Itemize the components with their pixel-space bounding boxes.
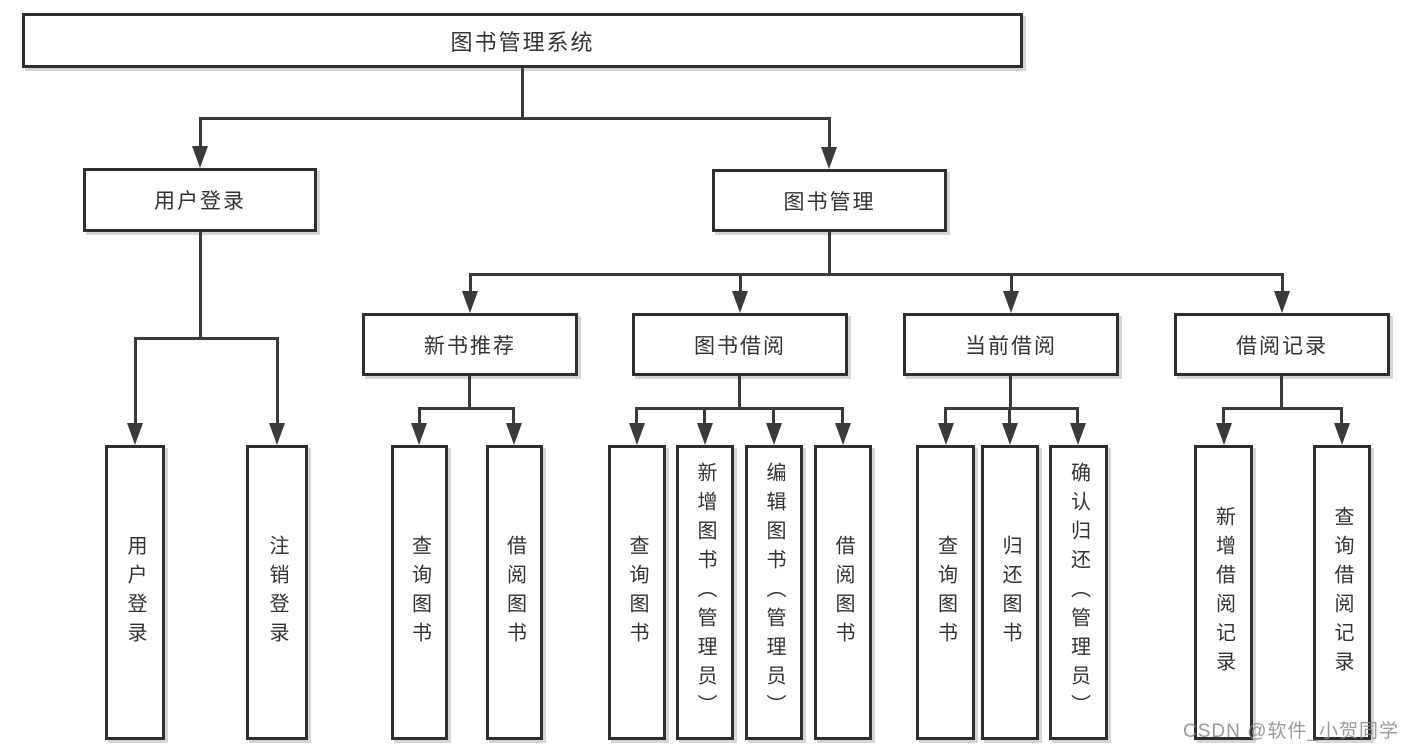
node-new-book-recommendation: 新书推荐 [362,313,578,376]
leaf-confirm-return-admin: 确认归还（管理员） [1049,445,1108,740]
leaf-label: 新增借阅记录 [1212,505,1235,680]
arrow-down-icon [411,423,427,445]
connector-line [828,232,831,276]
arrow-down-icon [732,291,748,313]
csdn-watermark: CSDN @软件_小贺同学 [1183,721,1399,742]
leaf-label: 借阅图书 [832,534,854,651]
connector-line [944,407,1079,410]
connector-line [468,376,471,410]
connector-line [469,273,1283,276]
leaf-label: 用户登录 [124,534,146,651]
node-borrowing-records: 借阅记录 [1174,313,1390,376]
connector-line [635,407,844,410]
leaf-return-book: 归还图书 [981,445,1039,740]
node-library-management-system: 图书管理系统 [22,13,1023,68]
leaf-add-book-admin: 新增图书（管理员） [676,445,734,740]
connector-line [199,232,202,340]
leaf-label: 新增图书（管理员） [694,462,716,723]
node-user-login: 用户登录 [83,168,317,232]
arrow-down-icon [938,423,954,445]
connector-line [1009,376,1012,410]
connector-line [469,273,472,293]
connector-line [828,117,831,150]
connector-line [1222,407,1343,410]
connector-line [512,407,515,425]
node-book-management: 图书管理 [712,169,947,232]
leaf-label: 借阅图书 [503,534,526,651]
connector-line [134,337,137,425]
arrow-down-icon [127,423,143,445]
connector-line [199,117,831,120]
leaf-label: 查询图书 [934,534,957,651]
connector-line [635,407,638,425]
connector-line [418,407,515,410]
leaf-query-borrow-record: 查询借阅记录 [1313,445,1371,740]
connector-line [134,337,279,340]
connector-line [1076,407,1079,425]
node-book-borrowing: 图书借阅 [632,313,848,376]
arrow-down-icon [506,423,522,445]
arrow-down-icon [1003,291,1019,313]
connector-line [1280,376,1283,410]
leaf-query-books-recommend: 查询图书 [391,445,448,740]
arrow-down-icon [1334,423,1350,445]
leaf-borrow-books-recommend: 借阅图书 [486,445,543,740]
arrow-down-icon [697,423,713,445]
leaf-edit-book-admin: 编辑图书（管理员） [745,445,803,740]
arrow-down-icon [192,146,208,168]
arrow-down-icon [1070,423,1086,445]
arrow-down-icon [835,423,851,445]
leaf-user-login: 用户登录 [105,445,165,740]
connector-line [738,376,741,410]
leaf-borrow-books-borrowing: 借阅图书 [814,445,872,740]
arrow-down-icon [1002,423,1018,445]
arrow-down-icon [821,147,837,169]
leaf-label: 编辑图书（管理员） [763,462,785,723]
connector-line [1010,273,1013,293]
connector-line [276,337,279,425]
connector-line [1281,273,1284,293]
leaf-query-books-borrowing: 查询图书 [608,445,666,740]
leaf-query-books-current: 查询图书 [916,445,975,740]
arrow-down-icon [766,423,782,445]
leaf-label: 归还图书 [999,534,1021,651]
connector-line [1008,407,1011,425]
leaf-label: 注销登录 [266,534,288,651]
connector-line [521,68,524,120]
connector-line [703,407,706,425]
leaf-label: 确认归还（管理员） [1067,462,1090,723]
connector-line [772,407,775,425]
connector-line [1340,407,1343,425]
leaf-add-borrow-record: 新增借阅记录 [1194,445,1253,740]
connector-line [739,273,742,293]
arrow-down-icon [269,423,285,445]
leaf-logout: 注销登录 [246,445,308,740]
arrow-down-icon [1274,291,1290,313]
leaf-label: 查询图书 [408,534,431,651]
connector-line [944,407,947,425]
arrow-down-icon [1216,423,1232,445]
leaf-label: 查询图书 [626,534,648,651]
connector-line [1222,407,1225,425]
connector-line [199,117,202,149]
arrow-down-icon [462,291,478,313]
node-current-borrowing: 当前借阅 [903,313,1119,376]
connector-line [841,407,844,425]
connector-line [418,407,421,425]
arrow-down-icon [629,423,645,445]
leaf-label: 查询借阅记录 [1331,505,1353,680]
